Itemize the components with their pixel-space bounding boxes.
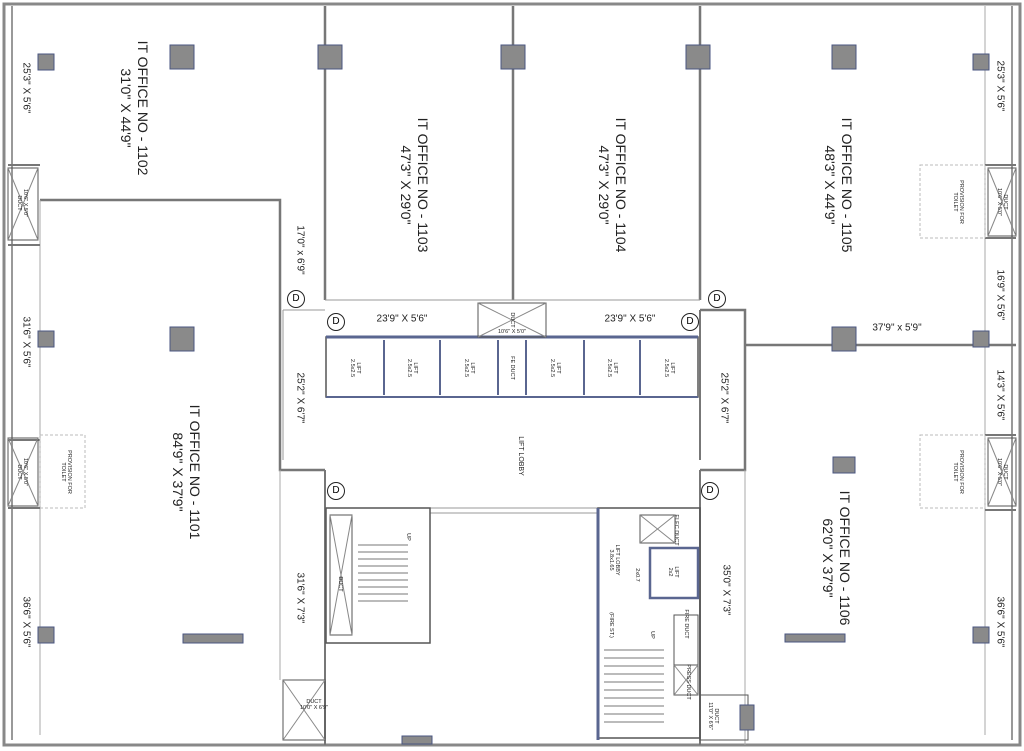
office-name: IT OFFICE NO - 1106: [837, 490, 853, 626]
office-size: 47'3" X 29'0": [398, 145, 414, 225]
column: [685, 44, 711, 70]
balcony-left-mid: 31'6" X 5'6": [20, 316, 32, 368]
column: [401, 735, 433, 745]
column: [37, 626, 55, 644]
column: [972, 330, 990, 348]
dim-2x07: 2x0.7: [634, 568, 640, 582]
column: [500, 44, 526, 70]
stair-up-right: UP: [649, 631, 655, 639]
office-size: 47'3" X 29'0": [596, 145, 612, 225]
column: [831, 326, 857, 352]
column: [972, 53, 990, 71]
office-size: 31'0" X 44'9": [118, 68, 134, 148]
fire-duct-label: FIRE DUCT: [683, 609, 689, 639]
office-name: IT OFFICE NO - 1105: [839, 117, 855, 253]
column: [37, 330, 55, 348]
center-duct-size: 10'6" X 5'0": [497, 329, 527, 335]
corridor-top-left-label: 23'9" X 5'6": [376, 313, 428, 325]
column: [972, 626, 990, 644]
column: [169, 44, 195, 70]
office-name: IT OFFICE NO - 1104: [613, 117, 629, 253]
column: [784, 633, 846, 643]
provision-toilet-left: PROVISION FOR TOILET: [60, 450, 72, 494]
column: [831, 44, 857, 70]
fe-duct-label: FE DUCT: [509, 356, 515, 380]
column: [37, 53, 55, 71]
press-duct-label: PRESS DUCT: [685, 664, 691, 700]
door-marker: D: [681, 313, 699, 331]
fire-stair-label: (FIRE ST.): [608, 612, 614, 638]
column: [317, 44, 343, 70]
balcony-right-top: 25'3" X 5'6": [994, 60, 1006, 112]
corridor-17-label: 17'0" x 6'9": [294, 225, 306, 275]
column: [182, 633, 244, 644]
duct-left-mid: 10'6" X 5'0"DUCT: [16, 457, 28, 487]
balcony-left-top: 25'3" X 5'6": [20, 62, 32, 114]
duct-left-top: 10'6" X 5'0"DUCT: [16, 188, 28, 218]
column: [832, 456, 856, 474]
corridor-left-label: 25'2" X 6'7": [294, 372, 306, 424]
corridor-right-label: 25'2" X 6'7": [718, 372, 730, 424]
office-name: IT OFFICE NO - 1101: [187, 404, 203, 540]
door-marker: D: [327, 482, 345, 500]
balcony-left-bot: 36'6" X 5'6": [20, 596, 32, 648]
door-marker: D: [327, 313, 345, 331]
corridor-316-label: 31'6" X 7'3": [294, 572, 306, 624]
office-size: 84'9" X 37'9": [170, 432, 186, 512]
provision-toilet-right-top: PROVISION FOR TOILET: [952, 180, 964, 224]
column: [169, 326, 195, 352]
office-name: IT OFFICE NO - 1103: [415, 117, 431, 253]
stair-up-left: UP: [405, 533, 411, 541]
elec-duct-label: ELEC DUCT: [673, 514, 679, 546]
column: [739, 704, 755, 731]
door-marker: D: [701, 482, 719, 500]
corridor-350-label: 35'0" X 7'3": [720, 564, 732, 616]
stair-duct-label: DUCT: [337, 576, 343, 592]
door-marker: D: [708, 290, 726, 308]
columns: [37, 44, 990, 745]
office-size: 48'3" X 44'9": [822, 145, 838, 225]
corridor-379-label: 37'9" x 5'9": [872, 322, 922, 334]
center-duct-word: DUCT: [509, 312, 515, 328]
lift-lobby-label: LIFT LOBBY: [517, 436, 524, 476]
balcony-right-mid1: 16'9" X 5'6": [994, 269, 1006, 321]
office-size: 62'0" X 37'9": [820, 518, 836, 598]
balcony-right-bot: 36'6" X 5'6": [994, 596, 1006, 648]
door-marker: D: [287, 290, 305, 308]
balcony-right-mid2: 14'3" X 5'6": [994, 369, 1006, 421]
provision-toilet-right-bot: PROVISION FOR TOILET: [952, 450, 964, 494]
office-name: IT OFFICE NO - 1102: [135, 40, 151, 176]
corridor-top-right-label: 23'9" X 5'6": [604, 313, 656, 325]
